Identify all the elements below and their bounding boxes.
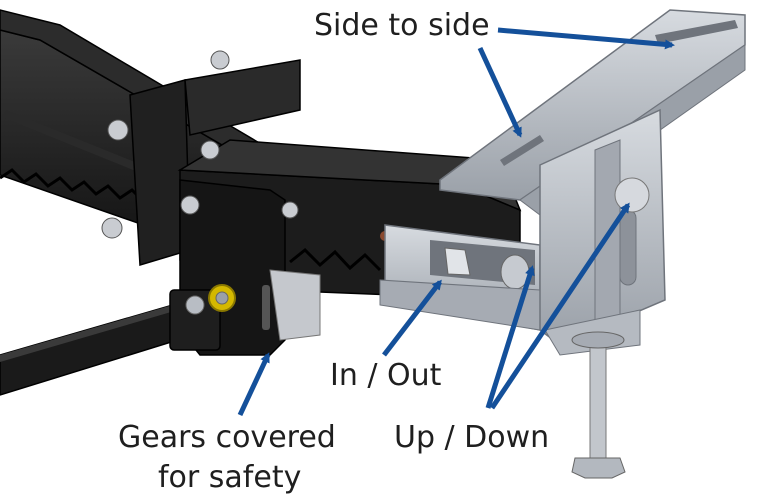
arrow-gears xyxy=(237,352,271,417)
draw-bar xyxy=(0,284,236,396)
label-in-out: In / Out xyxy=(330,358,442,393)
label-up-down: Up / Down xyxy=(394,420,550,455)
callout-arrows xyxy=(237,27,675,417)
adjustment-bolt xyxy=(571,331,626,479)
arrow-up-down-right xyxy=(489,202,631,410)
arrow-in-out xyxy=(382,279,442,357)
label-gears-line1: Gears covered xyxy=(118,420,336,455)
mid-bracket xyxy=(129,59,301,266)
arrow-side-left xyxy=(477,46,523,138)
label-side-to-side: Side to side xyxy=(314,8,490,43)
label-gears-line2: for safety xyxy=(158,460,302,495)
arrow-up-down-left xyxy=(485,265,535,409)
arrow-side-right xyxy=(497,27,675,50)
